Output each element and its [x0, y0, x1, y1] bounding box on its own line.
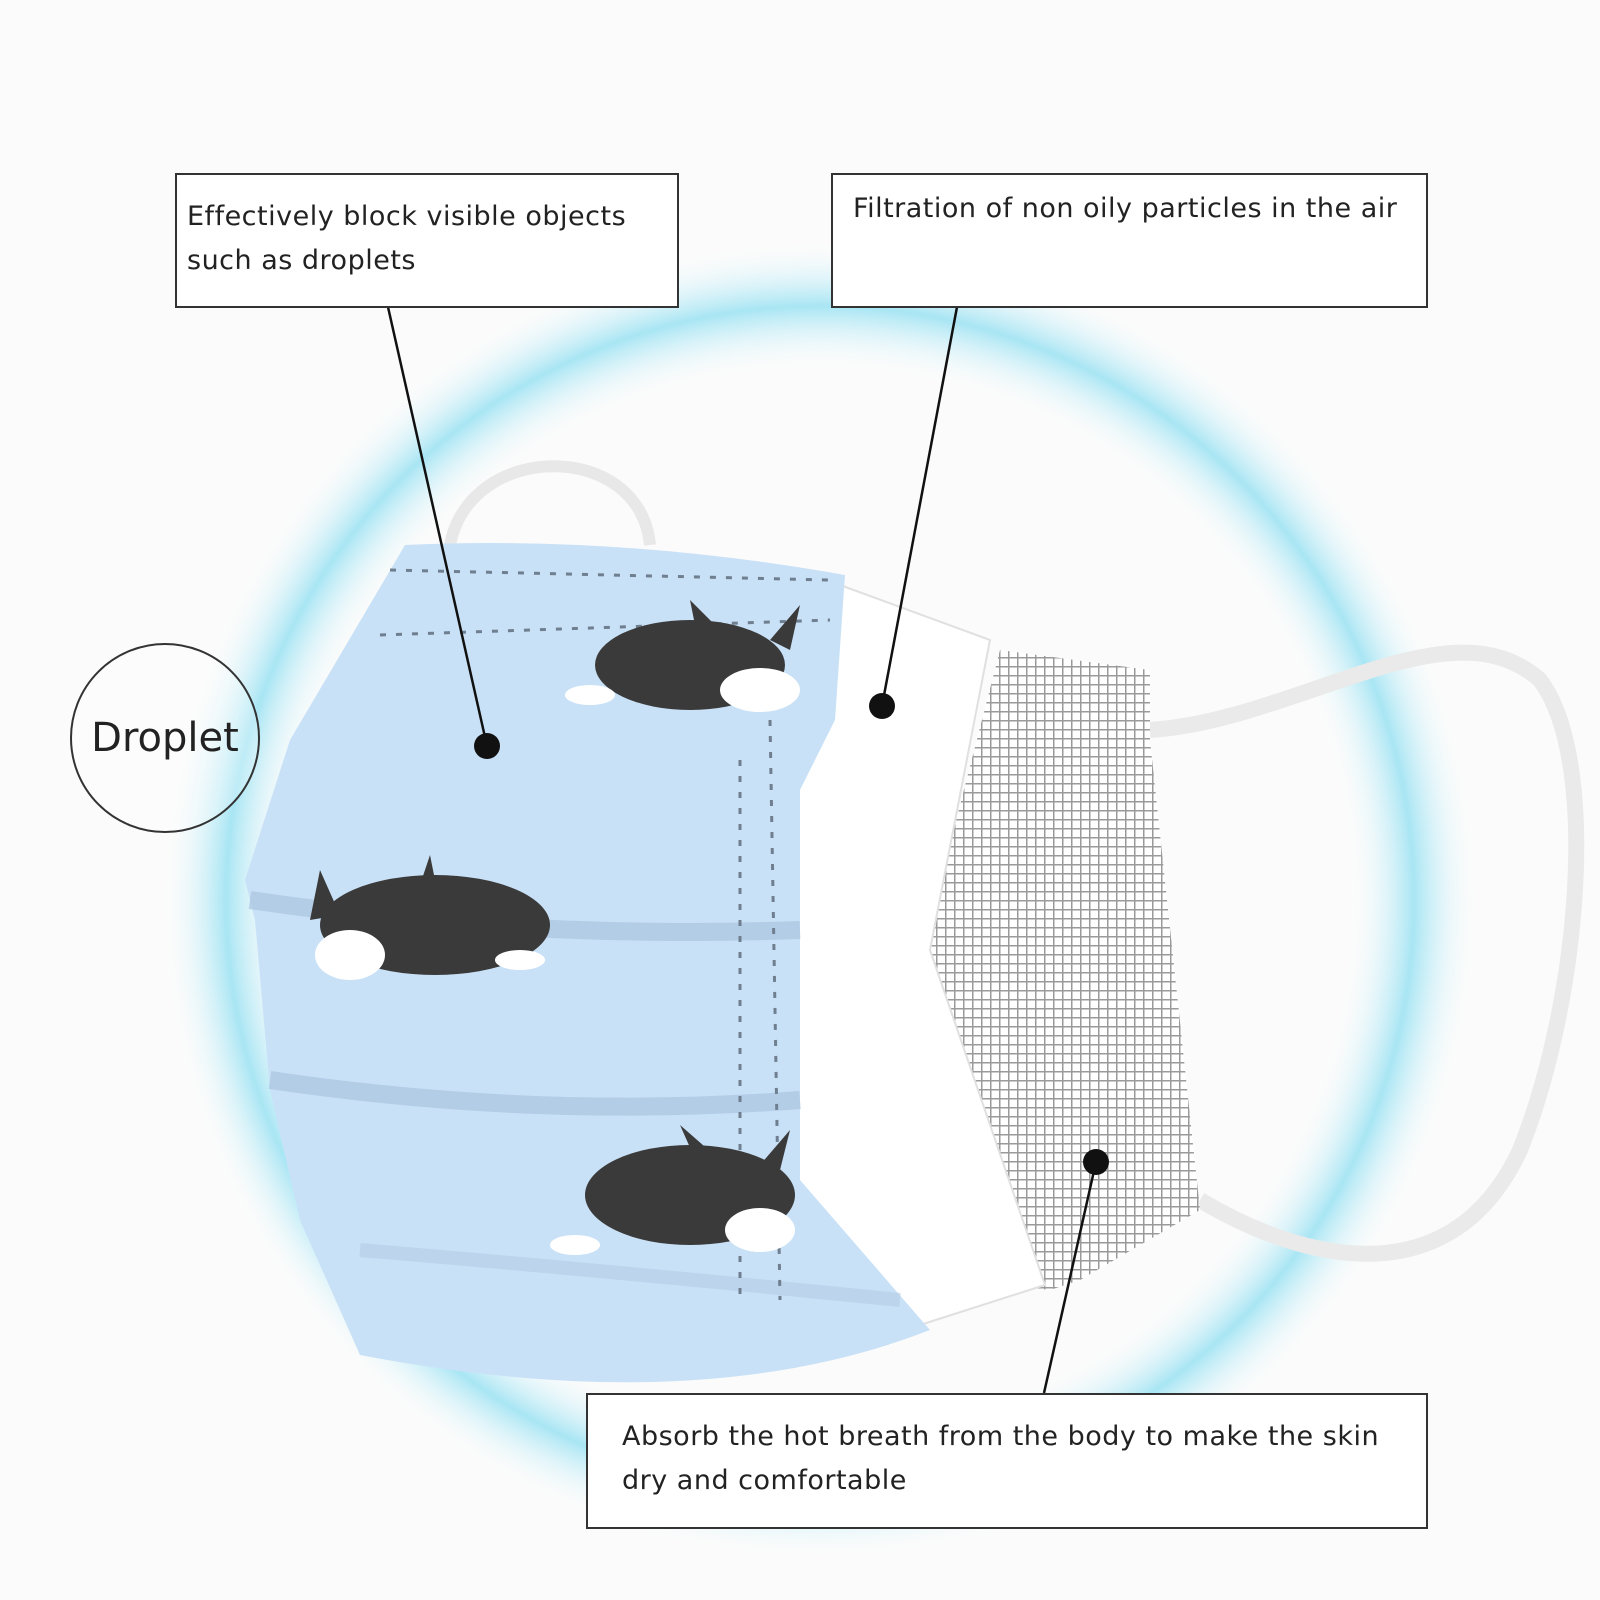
inner-layer-marker [1083, 1149, 1109, 1175]
callout-inner-layer: Absorb the hot breath from the body to m… [586, 1393, 1428, 1529]
callout-leaders [386, 306, 1098, 1394]
ear-loop-right [1149, 644, 1585, 1262]
dog-illustration [565, 600, 800, 712]
droplet-label: Droplet [70, 643, 260, 833]
middle-layer-marker [869, 693, 895, 719]
outer-layer-marker [474, 733, 500, 759]
dog-illustration [550, 1125, 795, 1255]
droplet-text: Droplet [91, 715, 239, 761]
dog-illustration [310, 855, 550, 980]
ear-loop-top [444, 460, 656, 547]
callout-middle-layer: Filtration of non oily particles in the … [831, 173, 1428, 308]
callout-outer-layer: Effectively block visible objects such a… [175, 173, 679, 308]
